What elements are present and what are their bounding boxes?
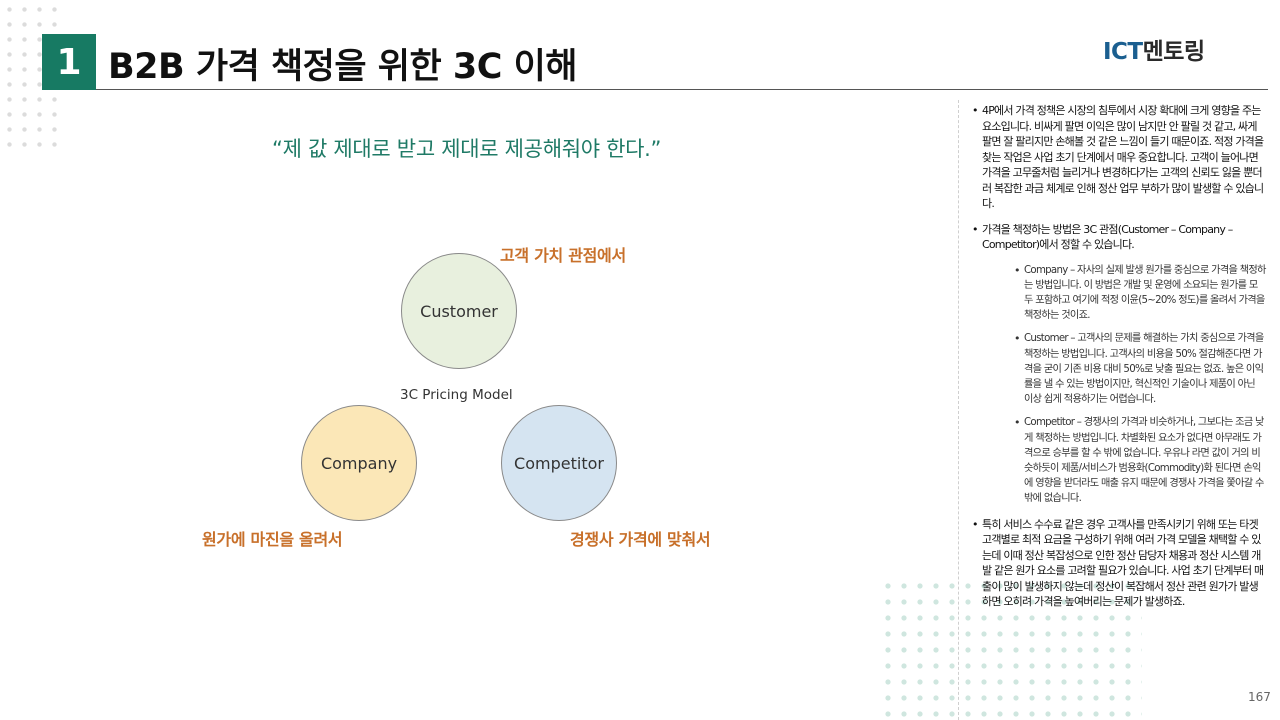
logo-text-ict: ICT [1103,39,1143,65]
sub-note-competitor: Competitor – 경쟁사의 가격과 비슷하거나, 그보다는 조금 낮게 … [1010,415,1266,506]
page-title: B2B 가격 책정을 위한 3C 이해 [108,47,577,87]
title-divider [96,89,1268,90]
competitor-label: Competitor [514,453,604,473]
note-3c-methods-text: 가격을 책정하는 방법은 3C 관점(Customer – Company – … [982,222,1233,252]
model-label: 3C Pricing Model [400,387,513,403]
note-pricing-importance: 4P에서 가격 정책은 시장의 침투에서 시장 확대에 크게 영향을 주는 요소… [968,103,1266,212]
sub-notes: Company – 자사의 실제 발생 원가를 중심으로 가격을 책정하는 방법… [1010,263,1266,507]
logo-text-mentoring: 멘토링 [1142,39,1205,65]
customer-label: Customer [420,301,498,321]
competitor-perspective-label: 경쟁사 가격에 맞춰서 [570,530,711,549]
note-service-fee: 특히 서비스 수수료 같은 경우 고객사를 만족시키기 위해 또는 타겟 고객별… [968,517,1266,610]
company-circle: Company [301,405,417,521]
section-number-badge: 1 [42,34,96,90]
company-label: Company [320,453,398,473]
key-quote: “제 값 제대로 받고 제대로 제공해줘야 한다.” [272,137,662,161]
page-number: 167 [1248,690,1271,704]
sub-note-company: Company – 자사의 실제 발생 원가를 중심으로 가격을 책정하는 방법… [1010,263,1266,324]
company-perspective-label: 원가에 마진을 올려서 [202,530,343,549]
customer-circle: Customer [401,253,517,369]
notes-panel: 4P에서 가격 정책은 시장의 침투에서 시장 확대에 크게 영향을 주는 요소… [968,103,1266,620]
note-3c-methods: 가격을 책정하는 방법은 3C 관점(Customer – Company – … [968,222,1266,507]
competitor-circle: Competitor [501,405,617,521]
brand-logo: ICT멘토링 [1103,32,1205,66]
column-divider [958,100,959,720]
customer-perspective-label: 고객 가치 관점에서 [500,246,626,265]
sub-note-customer: Customer – 고객사의 문제를 해결하는 가치 중심으로 가격을 책정하… [1010,331,1266,407]
